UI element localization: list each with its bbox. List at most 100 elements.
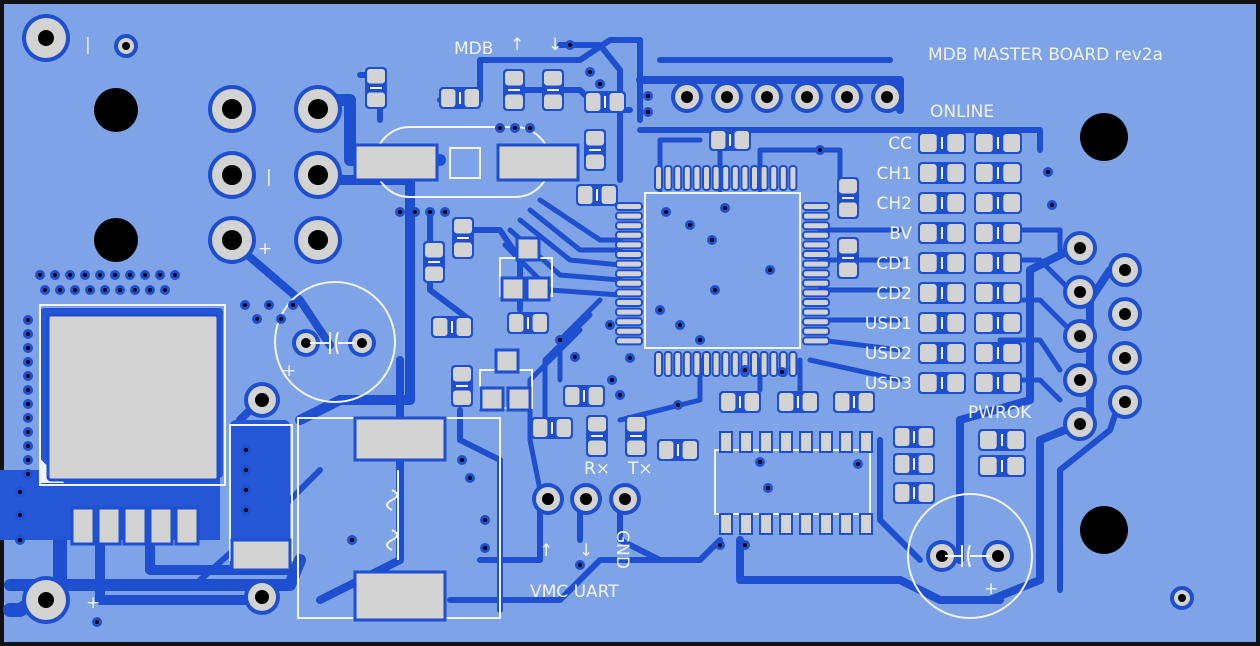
led-row-label: CC	[888, 134, 912, 154]
smd-component	[439, 87, 481, 109]
via-hole	[678, 323, 682, 327]
through-hole-pad	[294, 216, 342, 264]
smd-component	[918, 282, 966, 304]
via-hole	[443, 210, 447, 214]
silkscreen-text: MDB MASTER BOARD rev2a MDB ↑ ↓ ONLINE CC…	[85, 35, 1163, 613]
qfp-pin	[615, 288, 643, 298]
through-hole-pad	[791, 81, 823, 113]
via-hole	[723, 206, 727, 210]
via-hole	[483, 546, 487, 550]
through-hole-pad	[1063, 407, 1097, 441]
qfp-pin	[692, 351, 702, 377]
smd-component	[974, 132, 1022, 154]
through-hole-pad	[532, 483, 564, 515]
via-hole	[103, 288, 107, 292]
qfp-pin	[615, 326, 643, 336]
via-hole	[244, 508, 248, 512]
led-row-label: USD3	[865, 374, 912, 394]
soic-pin	[759, 513, 773, 535]
via-hole	[267, 303, 271, 307]
via-hole	[173, 273, 177, 277]
smd-component	[918, 222, 966, 244]
driver-ic-pins	[719, 431, 873, 535]
soic-pin	[839, 431, 853, 453]
via-hole	[26, 402, 30, 406]
smd-component	[837, 177, 859, 219]
soic-pin	[859, 431, 873, 453]
through-hole-pad	[1063, 319, 1097, 353]
through-hole-pad	[22, 14, 70, 62]
qfp-pin	[750, 351, 759, 377]
through-hole-pad	[609, 483, 641, 515]
qfp-pin	[663, 165, 673, 191]
smd-component	[503, 69, 525, 111]
qfp-pin	[769, 165, 779, 191]
through-hole-pad	[982, 540, 1014, 572]
through-hole-pad	[831, 81, 863, 113]
through-hole-pad	[208, 216, 256, 264]
through-hole-pad	[1108, 253, 1142, 287]
via-hole	[413, 210, 417, 214]
qfp-pin	[615, 269, 643, 279]
via-hole	[43, 288, 47, 292]
through-hole-pad	[871, 81, 903, 113]
through-hole-pad	[1170, 586, 1194, 610]
pwrok-label: PWROK	[968, 403, 1032, 423]
qfp-pin	[740, 165, 750, 191]
microcontroller-pins	[615, 165, 830, 377]
through-hole-pad	[711, 81, 743, 113]
vmc-uart-label: VMC UART	[530, 582, 619, 602]
via-hole	[628, 356, 632, 360]
qfp-pin	[802, 278, 830, 288]
qfp-pin	[615, 211, 643, 221]
bottom-plus-symbol: +	[86, 593, 100, 613]
via-hole	[26, 472, 30, 476]
smd-component	[531, 417, 573, 439]
via-hole	[26, 416, 30, 420]
via-hole	[688, 223, 692, 227]
via-hole	[698, 338, 702, 342]
via-hole	[428, 210, 432, 214]
led-row-label: CD1	[876, 254, 912, 274]
smd-component	[584, 129, 606, 171]
smd-component	[974, 222, 1022, 244]
via-hole	[743, 368, 747, 372]
smd-component	[974, 342, 1022, 364]
via-hole	[18, 490, 22, 494]
via-hole	[598, 82, 602, 86]
qfp-pin	[682, 165, 692, 191]
mdb-arrow-up: ↑	[510, 35, 524, 55]
smd-component	[431, 316, 473, 338]
through-hole-pad	[926, 540, 958, 572]
soic-pin	[719, 513, 733, 535]
via-hole	[118, 288, 122, 292]
via-hole	[73, 288, 77, 292]
smd-component	[576, 184, 618, 206]
smd-component	[423, 241, 445, 283]
through-hole-pad	[1108, 297, 1142, 331]
led-row-label: CH1	[877, 164, 912, 184]
via-hole	[498, 126, 502, 130]
smd-component	[893, 453, 935, 475]
via-hole	[718, 543, 722, 547]
via-hole	[713, 288, 717, 292]
soic-pin	[779, 513, 793, 535]
smd-component	[709, 129, 751, 151]
led-row-label: USD2	[865, 344, 912, 364]
via-hole	[768, 268, 772, 272]
via-hole	[1050, 203, 1054, 207]
qfp-pin	[802, 230, 830, 240]
soic-pin	[799, 513, 813, 535]
capacitor-symbols	[310, 331, 990, 568]
rx-label: R×	[584, 459, 610, 479]
via-hole	[26, 360, 30, 364]
via-hole	[578, 563, 582, 567]
qfp-pin	[802, 298, 830, 307]
via-hole	[528, 126, 532, 130]
soic-pin	[799, 431, 813, 453]
via-hole	[255, 317, 259, 321]
via-hole	[18, 538, 22, 542]
via-hole	[244, 488, 248, 492]
cap2-plus-symbol: +	[984, 579, 998, 599]
